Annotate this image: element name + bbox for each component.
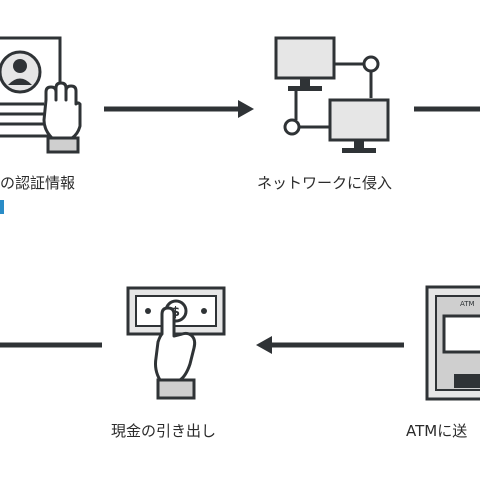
identity-card-hand-icon bbox=[0, 36, 82, 154]
network-label: ネットワークに侵入 bbox=[257, 174, 393, 192]
credentials-label: の認証情報 bbox=[0, 174, 76, 192]
arrow-credentials-to-network bbox=[104, 100, 254, 118]
atm-machine-icon: ATM bbox=[425, 285, 480, 401]
cash-label: 現金の引き出し bbox=[111, 422, 217, 440]
network-figure bbox=[274, 36, 390, 153]
cash-banknote-hand-icon: $ bbox=[126, 286, 226, 400]
arrow-atm-to-cash bbox=[256, 336, 404, 354]
network-computers-icon bbox=[274, 36, 390, 153]
arrow-cash-to-next bbox=[0, 342, 102, 348]
atm-figure: ATM bbox=[425, 285, 480, 401]
credentials-blue-mark bbox=[0, 200, 4, 214]
arrow-network-to-atm bbox=[414, 106, 480, 112]
cash-figure: $ bbox=[126, 286, 226, 400]
svg-text:$: $ bbox=[171, 305, 180, 320]
atm-screen-text: ATM bbox=[460, 300, 475, 308]
atm-label: ATMに送 bbox=[406, 422, 468, 440]
credentials-figure bbox=[0, 36, 82, 154]
